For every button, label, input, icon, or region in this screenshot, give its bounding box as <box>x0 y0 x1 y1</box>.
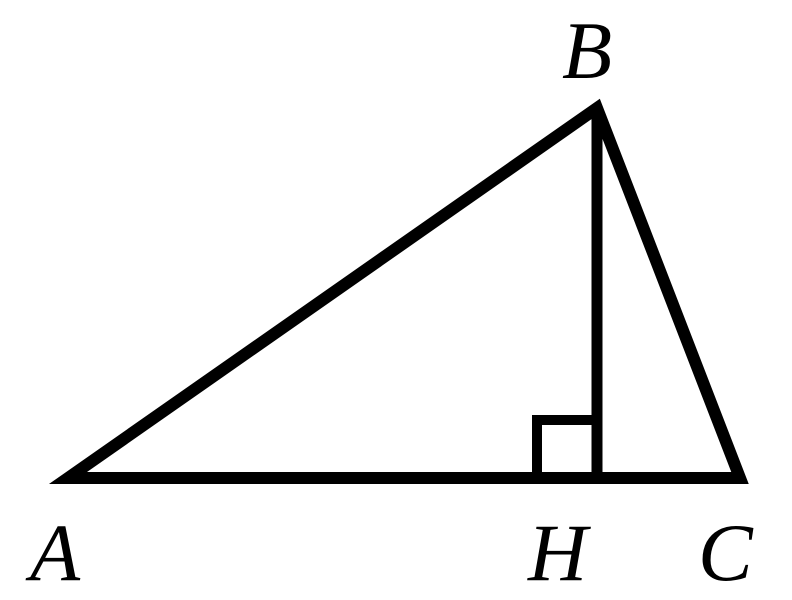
triangle-abc <box>48 98 749 484</box>
label-h: H <box>527 507 591 598</box>
label-a: A <box>25 507 81 598</box>
label-b: B <box>562 5 612 96</box>
label-c: C <box>698 507 754 598</box>
right-angle-marker <box>532 415 597 478</box>
